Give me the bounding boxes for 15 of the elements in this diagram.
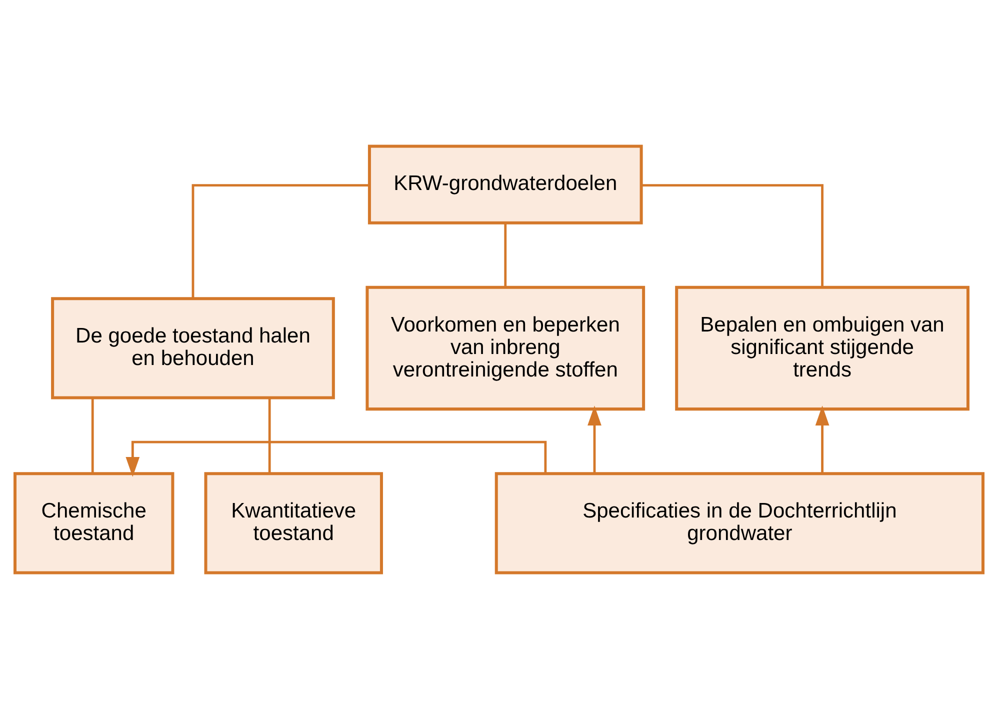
connector bbox=[268, 398, 270, 474]
node-box: Specificaties in de Dochterrichtlijn grondwater bbox=[494, 472, 984, 574]
node-box: Bepalen en ombuigen van significant stijgende trends bbox=[674, 286, 969, 411]
node-box: Kwantitatieve toestand bbox=[204, 472, 382, 574]
arrow bbox=[125, 440, 546, 477]
connector bbox=[90, 398, 94, 474]
arrow bbox=[814, 406, 829, 474]
node-box: Chemische toestand bbox=[13, 472, 174, 574]
connector bbox=[641, 184, 823, 288]
arrow bbox=[587, 406, 601, 474]
node-box: De goede toestand halen en behouden bbox=[50, 297, 334, 400]
connector bbox=[504, 222, 506, 288]
node-box: KRW-grondwaterdoelen bbox=[367, 144, 642, 224]
node-box: Voorkomen en beperken van inbreng verontreinigende stoffen bbox=[365, 286, 645, 411]
connector bbox=[191, 184, 369, 298]
